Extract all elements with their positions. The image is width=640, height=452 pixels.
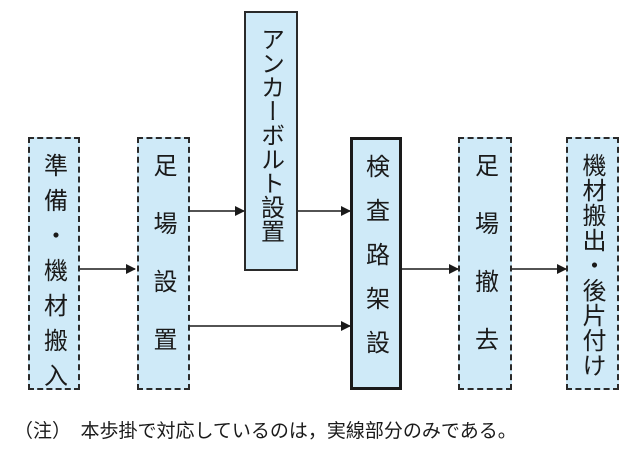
box-cleanup: 機材搬出・後片付け [566, 137, 619, 390]
box-prep: 準備・機材搬入 [28, 137, 80, 398]
box-prep-label: 準備・機材搬入 [39, 153, 68, 398]
box-scaffold-label: 足場設置 [149, 153, 177, 385]
box-anchor: アンカーボルト設置 [244, 11, 298, 271]
box-anchor-label: アンカーボルト設置 [256, 27, 285, 243]
box-cleanup-label: 機材搬出・後片付け [578, 153, 606, 378]
box-inspection-label: 検査路架設 [361, 154, 390, 374]
footnote: （注） 本歩掛で対応しているのは，実線部分のみである。 [14, 420, 517, 442]
box-scaffold: 足場設置 [137, 137, 190, 390]
box-removal: 足場撤去 [458, 137, 512, 390]
box-inspection: 検査路架設 [350, 137, 402, 390]
box-removal-label: 足場撤去 [470, 153, 499, 385]
